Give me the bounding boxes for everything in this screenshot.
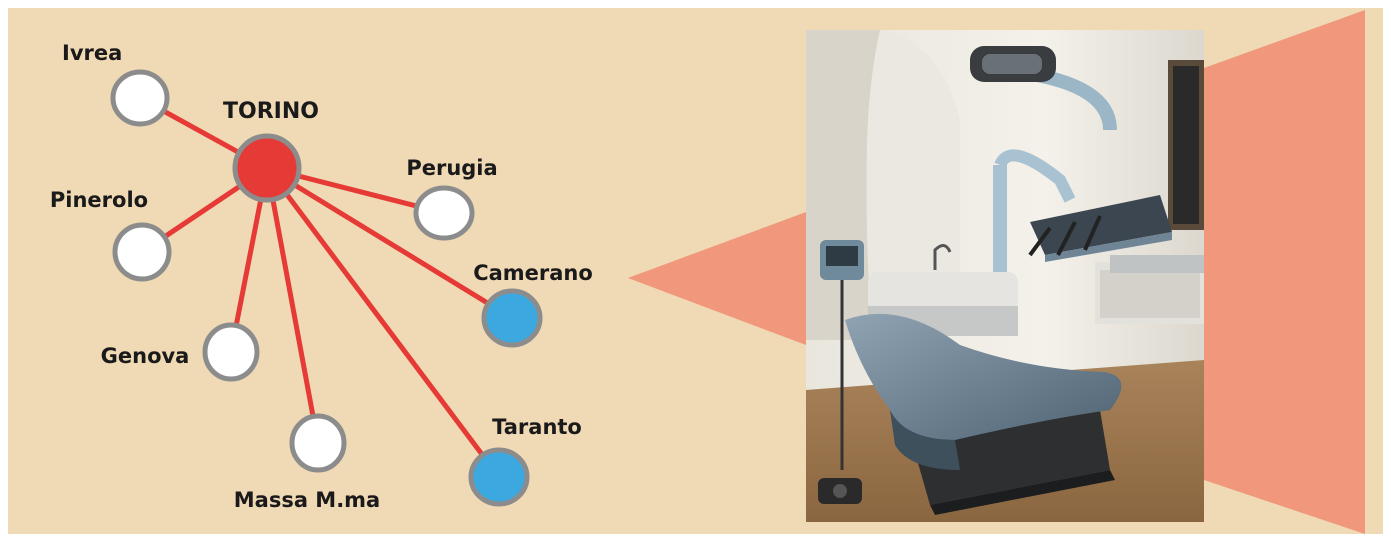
node-massa <box>289 413 347 473</box>
label-massa: Massa M.ma <box>234 488 380 512</box>
node-torino <box>232 133 302 203</box>
label-camerano: Camerano <box>473 261 593 285</box>
node-perugia <box>413 185 475 241</box>
node-pinerolo <box>112 222 172 282</box>
node-camerano <box>481 288 543 348</box>
edge-camerano <box>264 165 515 321</box>
label-ivrea: Ivrea <box>62 41 122 65</box>
label-torino: TORINO <box>223 99 319 124</box>
label-genova: Genova <box>101 344 190 368</box>
label-taranto: Taranto <box>492 415 582 439</box>
callout-left-wedge <box>628 212 806 345</box>
label-perugia: Perugia <box>406 156 497 180</box>
dental-chair-photo <box>806 30 1204 522</box>
callout-right-wedge <box>1204 10 1365 534</box>
label-pinerolo: Pinerolo <box>50 188 148 212</box>
edge-taranto <box>264 165 502 480</box>
city-network: Ivrea TORINO Perugia Pinerolo Camerano G… <box>50 41 593 512</box>
node-genova <box>202 322 260 382</box>
node-taranto <box>468 447 530 507</box>
edge-massa <box>264 165 321 446</box>
node-ivrea <box>110 69 170 127</box>
